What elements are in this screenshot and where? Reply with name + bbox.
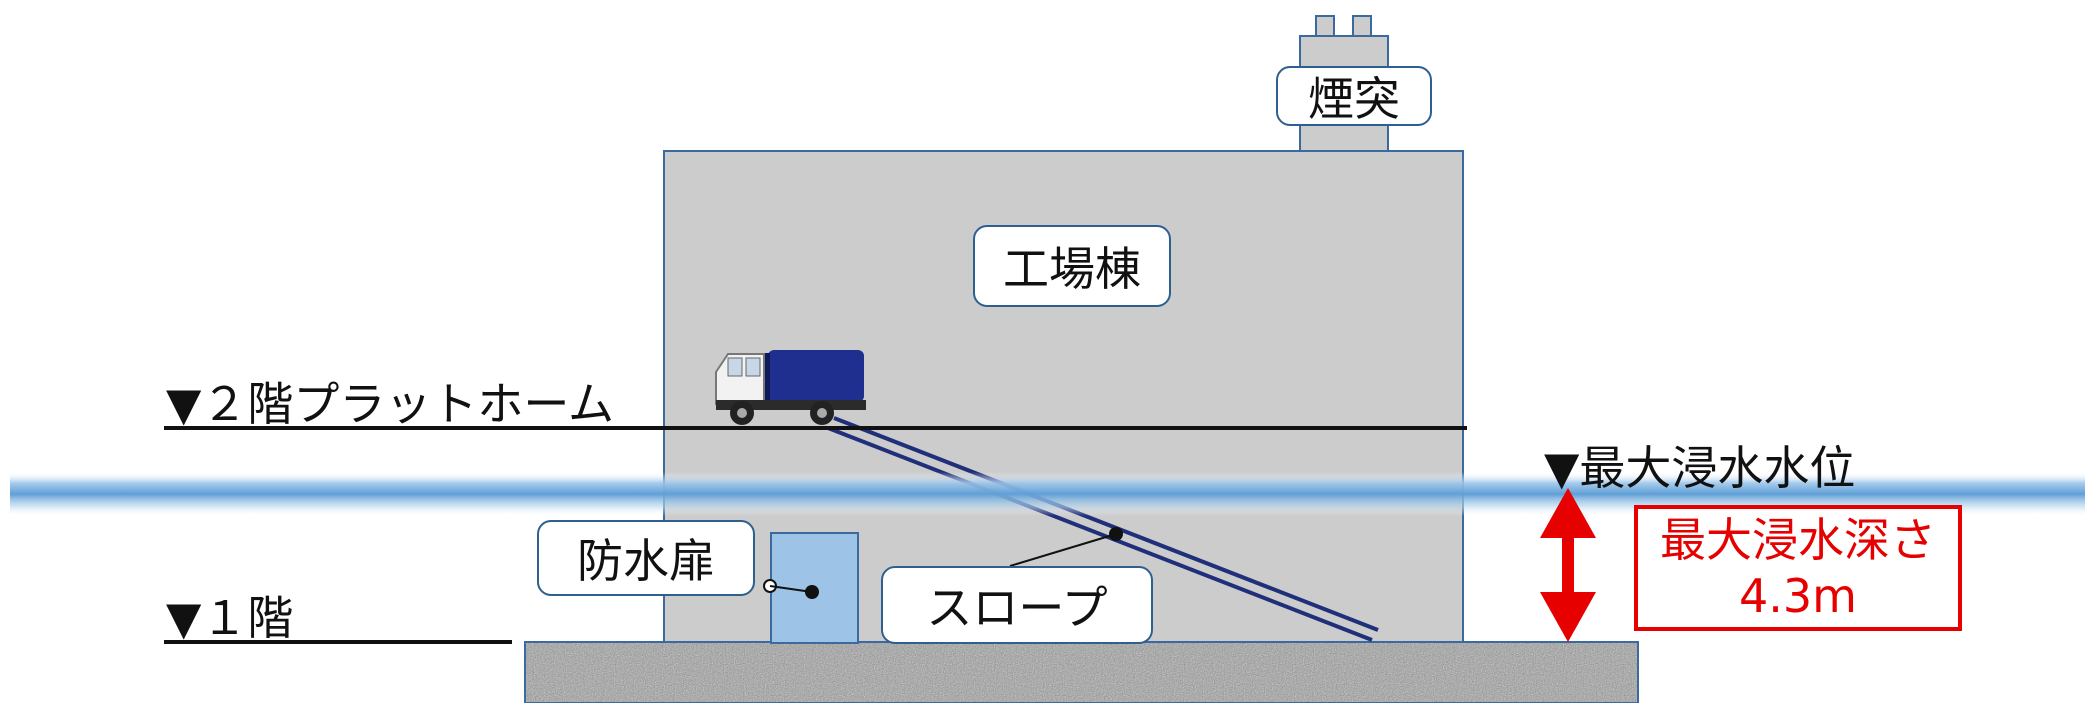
depth-value: 4.3m: [1739, 569, 1857, 623]
floor2-line: [164, 426, 1467, 430]
depth-title: 最大浸水深さ: [1660, 513, 1936, 567]
ground: [524, 641, 1639, 703]
max-flood-depth-box: 最大浸水深さ 4.3m: [1634, 505, 1962, 631]
floor1-label: ▼１階: [166, 591, 294, 645]
chimney-text: 煙突: [1308, 72, 1400, 126]
factory-label: 工場棟: [973, 225, 1171, 307]
chimney-label: 煙突: [1276, 66, 1432, 126]
depth-arrow: [1540, 488, 1596, 642]
factory-text: 工場棟: [1003, 242, 1141, 296]
slope-text: スロープ: [926, 581, 1108, 635]
waterproof-door-label: 防水扉: [537, 520, 755, 596]
max-flood-level-label: ▼最大浸水水位: [1544, 441, 1856, 495]
slope-label: スロープ: [881, 566, 1153, 644]
floor2-platform-label: ▼２階プラットホーム: [166, 377, 614, 431]
slope-ramp: [827, 416, 1379, 642]
door-text: 防水扉: [577, 534, 715, 588]
floor1-line: [164, 640, 512, 644]
garbage-truck-icon: [715, 350, 866, 425]
